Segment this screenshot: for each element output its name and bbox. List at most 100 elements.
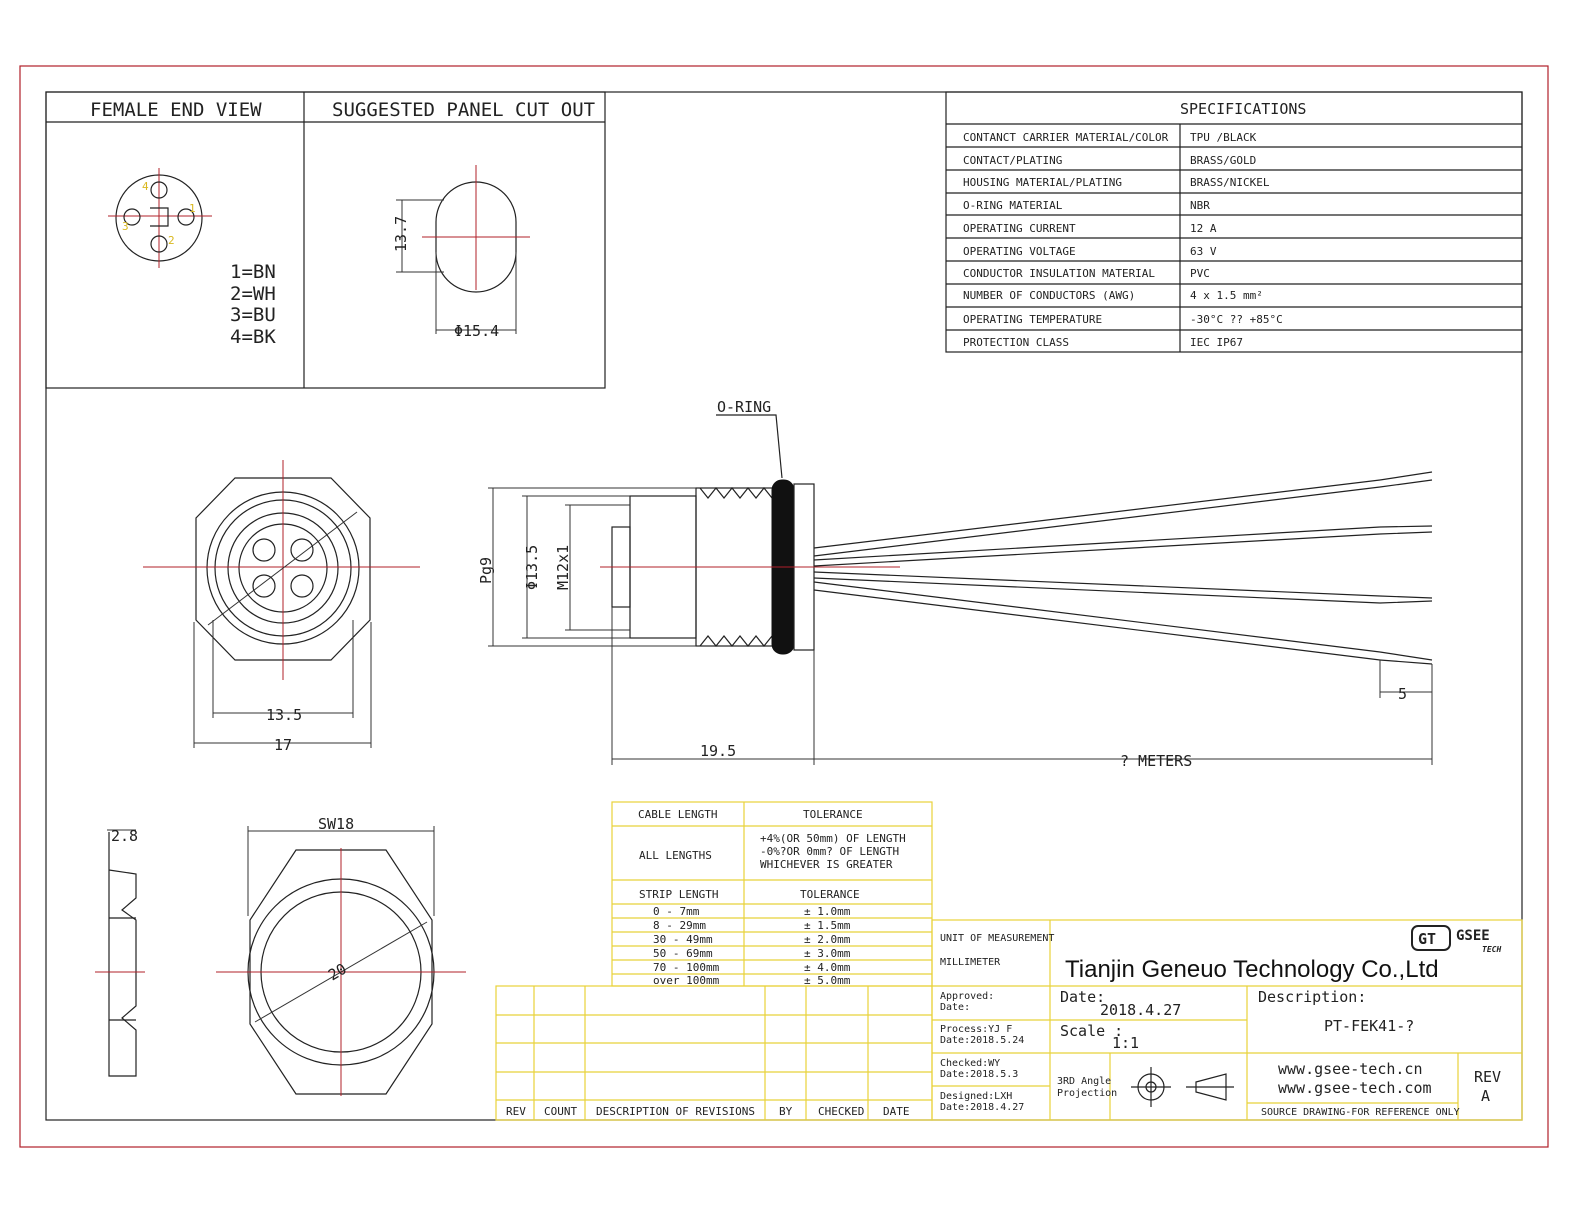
side-view: O-RING Pg9 Φ13.5 M12x1 19.5 ? METERS 5 xyxy=(477,398,1433,770)
revision-table: REV COUNT DESCRIPTION OF REVISIONS BY CH… xyxy=(495,985,933,1121)
rev-col: BY xyxy=(779,1105,793,1118)
projection-text: 3RD Angle xyxy=(1057,1076,1111,1087)
spec-label: OPERATING CURRENT xyxy=(963,222,1076,235)
strip-tol: ± 2.0mm xyxy=(804,933,851,946)
strip-tol: ± 4.0mm xyxy=(804,961,851,974)
unit-label: UNIT OF MEASUREMENT xyxy=(940,933,1054,944)
strip-len: 30 - 49mm xyxy=(653,933,713,946)
specifications-title: SPECIFICATIONS xyxy=(1180,100,1306,118)
website: www.gsee-tech.com xyxy=(1278,1079,1432,1097)
panel-cut-out-drawing: 13.7 Φ15.4 xyxy=(392,165,530,340)
date-label: Date: xyxy=(1060,988,1105,1006)
rev-value: A xyxy=(1481,1087,1490,1105)
part-number: PT-FEK41-? xyxy=(1324,1017,1414,1035)
spec-label: CONDUCTOR INSULATION MATERIAL xyxy=(963,267,1155,280)
checked-label: Checked:WY xyxy=(940,1058,1000,1069)
nut-diameter: 20 xyxy=(325,960,350,985)
strip-header: TOLERANCE xyxy=(800,888,860,901)
all-lengths-label: ALL LENGTHS xyxy=(639,849,712,862)
wrench-size: SW18 xyxy=(318,815,354,833)
spec-value: 4 x 1.5 mm² xyxy=(1190,289,1263,302)
designed-date: Date:2018.4.27 xyxy=(940,1102,1024,1113)
tol-header: TOLERANCE xyxy=(803,808,863,821)
strip-tol: ± 1.5mm xyxy=(804,919,851,932)
specifications-table: SPECIFICATIONS CONTANCT CARRIER MATERIAL… xyxy=(945,91,1523,353)
spec-label: CONTACT/PLATING xyxy=(963,154,1062,167)
pin-legend: 2=WH xyxy=(230,283,276,305)
spec-value: BRASS/NICKEL xyxy=(1190,176,1270,189)
pin-number: 3 xyxy=(122,220,129,233)
end-view-box: FEMALE END VIEW SUGGESTED PANEL CUT OUT xyxy=(45,91,606,389)
rev-col: CHECKED xyxy=(818,1105,864,1118)
spec-label: HOUSING MATERIAL/PLATING xyxy=(963,176,1122,189)
approved-label: Approved: xyxy=(940,991,994,1002)
spec-label: NUMBER OF CONDUCTORS (AWG) xyxy=(963,289,1135,302)
front-inner-dimension: 13.5 xyxy=(266,706,302,724)
third-angle-projection-icon xyxy=(1131,1067,1234,1107)
pg9-dimension: Pg9 xyxy=(477,557,495,584)
m12-dimension: M12x1 xyxy=(554,545,572,590)
pin-number: 2 xyxy=(168,234,175,247)
tol-header: CABLE LENGTH xyxy=(638,808,717,821)
strip-len: 70 - 100mm xyxy=(653,961,720,974)
pin-number: 1 xyxy=(189,202,196,215)
d135-dimension: Φ13.5 xyxy=(523,545,541,590)
nut-views: 2.8 SW18 20 xyxy=(95,815,466,1096)
spec-value: PVC xyxy=(1190,267,1210,280)
all-lengths-tol: WHICHEVER IS GREATER xyxy=(760,858,893,871)
all-lengths-tol: -0%?OR 0mm? OF LENGTH xyxy=(760,845,899,858)
front-outer-dimension: 17 xyxy=(274,736,292,754)
spec-label: PROTECTION CLASS xyxy=(963,336,1069,349)
strip-len: 0 - 7mm xyxy=(653,905,700,918)
spec-value: IEC IP67 xyxy=(1190,336,1243,349)
date-value: 2018.4.27 xyxy=(1100,1001,1181,1019)
pin-number: 4 xyxy=(142,180,149,193)
length-dimension: 19.5 xyxy=(700,742,736,760)
spec-value: BRASS/GOLD xyxy=(1190,154,1256,167)
nut-thickness: 2.8 xyxy=(111,827,138,845)
approved-date: Date: xyxy=(940,1002,970,1013)
spec-label: OPERATING VOLTAGE xyxy=(963,245,1076,258)
pin-legend: 3=BU xyxy=(230,304,276,326)
process-label: Process:YJ F xyxy=(940,1024,1012,1035)
spec-value: 12 A xyxy=(1190,222,1217,235)
spec-label: OPERATING TEMPERATURE xyxy=(963,313,1102,326)
unit-value: MILLIMETER xyxy=(940,957,1001,968)
female-end-view: 1 2 3 4 1=BN 2=WH 3=BU 4=BK xyxy=(108,168,276,348)
strip-tol: ± 5.0mm xyxy=(804,974,851,987)
tolerance-table: CABLE LENGTH TOLERANCE ALL LENGTHS +4%(O… xyxy=(611,801,933,987)
spec-value: NBR xyxy=(1190,199,1210,212)
pin-legend: 1=BN xyxy=(230,261,276,283)
spec-label: O-RING MATERIAL xyxy=(963,199,1063,212)
strip-len: 50 - 69mm xyxy=(653,947,713,960)
strip-tol: ± 3.0mm xyxy=(804,947,851,960)
rev-label: REV xyxy=(1474,1068,1501,1086)
all-lengths-tol: +4%(OR 50mm) OF LENGTH xyxy=(760,832,906,845)
projection-text: Projection xyxy=(1057,1088,1117,1099)
spec-value: TPU /BLACK xyxy=(1190,131,1257,144)
cutout-height: 13.7 xyxy=(392,216,410,252)
cable-length-dimension: ? METERS xyxy=(1120,752,1192,770)
spec-label: CONTANCT CARRIER MATERIAL/COLOR xyxy=(963,131,1169,144)
strip-dimension: 5 xyxy=(1398,685,1407,703)
scale-value: 1:1 xyxy=(1112,1034,1139,1052)
front-view: 13.5 17 xyxy=(143,460,420,754)
rev-col: COUNT xyxy=(544,1105,577,1118)
strip-len: 8 - 29mm xyxy=(653,919,706,932)
description-label: Description: xyxy=(1258,988,1366,1006)
gsee-logo: GT GSEE TECH xyxy=(1411,925,1501,954)
strip-len: over 100mm xyxy=(653,974,720,987)
website: www.gsee-tech.cn xyxy=(1278,1060,1423,1078)
logo-text: GSEE xyxy=(1456,928,1490,944)
logo-mark: GT xyxy=(1418,930,1436,948)
company-name: Tianjin Geneuo Technology Co.,Ltd xyxy=(1065,956,1439,983)
process-date: Date:2018.5.24 xyxy=(940,1035,1024,1046)
spec-value: 63 V xyxy=(1190,245,1217,258)
checked-date: Date:2018.5.3 xyxy=(940,1069,1018,1080)
strip-header: STRIP LENGTH xyxy=(639,888,718,901)
spec-value: -30°C ?? +85°C xyxy=(1190,313,1283,326)
female-end-view-title: FEMALE END VIEW xyxy=(90,99,262,121)
strip-tol: ± 1.0mm xyxy=(804,905,851,918)
title-block: UNIT OF MEASUREMENT MILLIMETER GT GSEE T… xyxy=(931,919,1523,1121)
